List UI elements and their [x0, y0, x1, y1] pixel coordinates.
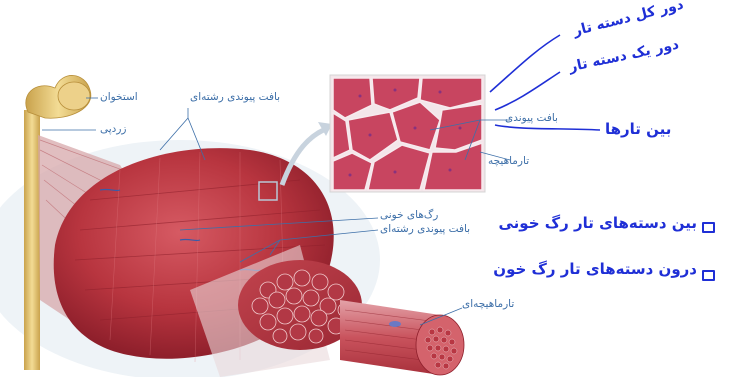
label-connective-tissue-top: بافت پیوندی رشته‌ای: [190, 91, 280, 103]
checkbox-inside-bundles: [702, 270, 715, 281]
label-bone: استخوان: [100, 91, 138, 103]
label-connective-tissue-mid: بافت پیوندی رشته‌ای: [380, 223, 470, 235]
label-micro-fiber: تارماهیچه: [488, 155, 529, 167]
checkbox-between-bundles: [702, 222, 715, 233]
label-blood-vessels: رگ‌های خونی: [380, 209, 438, 221]
micrograph: [330, 75, 485, 192]
muscle-fiber: [340, 300, 464, 375]
label-tendon: زردپی: [100, 123, 127, 135]
label-micro-connective: بافت پیوندی: [505, 112, 558, 124]
handwritten-note-between: بین دسته‌های تار رگ خونی: [512, 214, 697, 232]
handwritten-note-inside: درون دسته‌های تار رگ خون: [508, 260, 697, 278]
label-myofibril: تارماهیچه‌ای: [462, 298, 514, 310]
handwritten-between-fibers: بین تارها: [605, 120, 671, 138]
